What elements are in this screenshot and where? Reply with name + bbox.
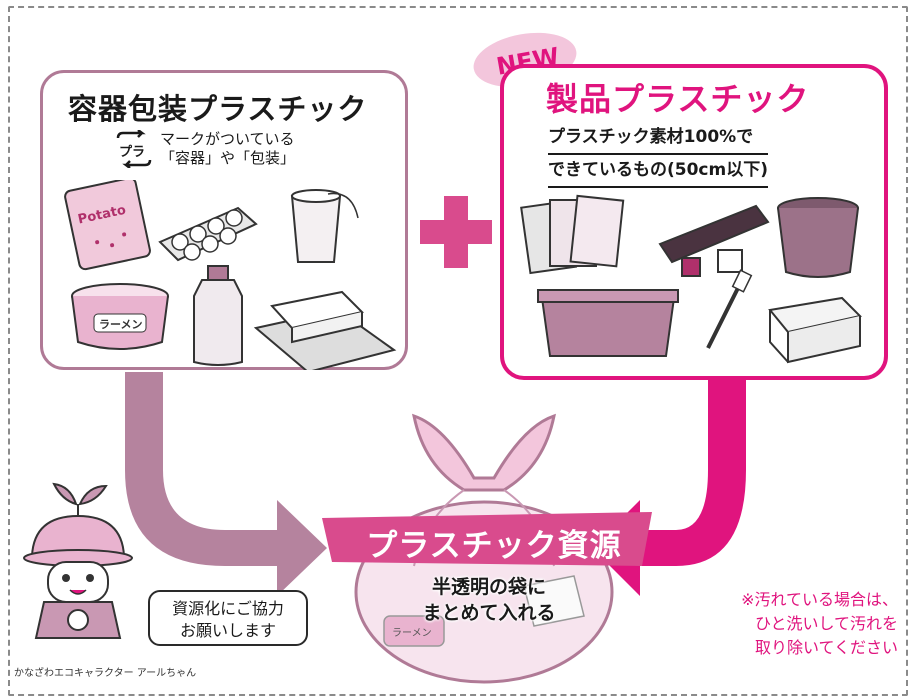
mark-line-1: マークがついている (160, 130, 295, 148)
mark-line-2: 「容器」や「包装」 (160, 149, 296, 167)
product-plastic-items (520, 194, 862, 364)
plastic-resource-label: プラスチック資源 (366, 528, 622, 564)
note-line-3: 取り除いてください (754, 638, 898, 657)
bag-instruction-line-1: 半透明の袋に (431, 576, 546, 598)
egg-carton-icon (158, 206, 258, 262)
storage-case-icon (537, 289, 679, 357)
ramen-bowl-icon: ラーメン (71, 283, 169, 350)
product-desc-line-1: プラスチック素材100%で (548, 122, 768, 155)
clear-file-icon (520, 194, 625, 275)
pura-recycle-mark-icon: プラ (116, 130, 152, 168)
product-plastic-title: 製品プラスチック (546, 80, 810, 118)
toy-blocks-icon (658, 204, 770, 277)
container-packaging-items: Potato ラーメン (64, 180, 397, 370)
eco-character-icon (23, 482, 133, 639)
bag-ramen-label: ラーメン (392, 627, 432, 639)
mark-description: マークがついている 「容器」や「包装」 (160, 130, 295, 168)
bag-instruction: 半透明の袋に まとめて入れる (384, 574, 594, 626)
bucket-icon (777, 197, 859, 278)
resource-banner (322, 512, 652, 566)
bubble-line-1: 資源化にご協力 (172, 599, 284, 618)
container-packaging-title: 容器包装プラスチック (68, 92, 368, 126)
detergent-bottle-icon (193, 265, 243, 366)
note-line-1: ※汚れている場合は、 (741, 590, 898, 609)
clear-container-icon (768, 296, 862, 364)
note-line-2: ひと洗いして汚れを (754, 614, 898, 633)
ramen-label: ラーメン (99, 318, 143, 331)
chip-bag-icon: Potato (64, 180, 151, 271)
plus-icon (420, 196, 492, 268)
toothbrush-icon (706, 269, 753, 349)
speech-bubble: 資源化にご協力 お願いします (148, 590, 308, 646)
plastic-cup-icon (290, 189, 359, 263)
tray-and-cushioning-icon (253, 290, 397, 370)
bubble-line-2: お願いします (179, 621, 276, 640)
product-desc-line-2: できているもの(50cm以下) (548, 155, 768, 188)
character-caption: かなざわエコキャラクター アールちゃん (14, 668, 197, 679)
pura-mark-label: プラ (119, 145, 145, 160)
product-plastic-description: プラスチック素材100%で できているもの(50cm以下) (548, 122, 768, 188)
bag-instruction-line-2: まとめて入れる (422, 602, 556, 624)
cleaning-note: ※汚れている場合は、 ひと洗いして汚れを 取り除いてください (688, 588, 898, 660)
